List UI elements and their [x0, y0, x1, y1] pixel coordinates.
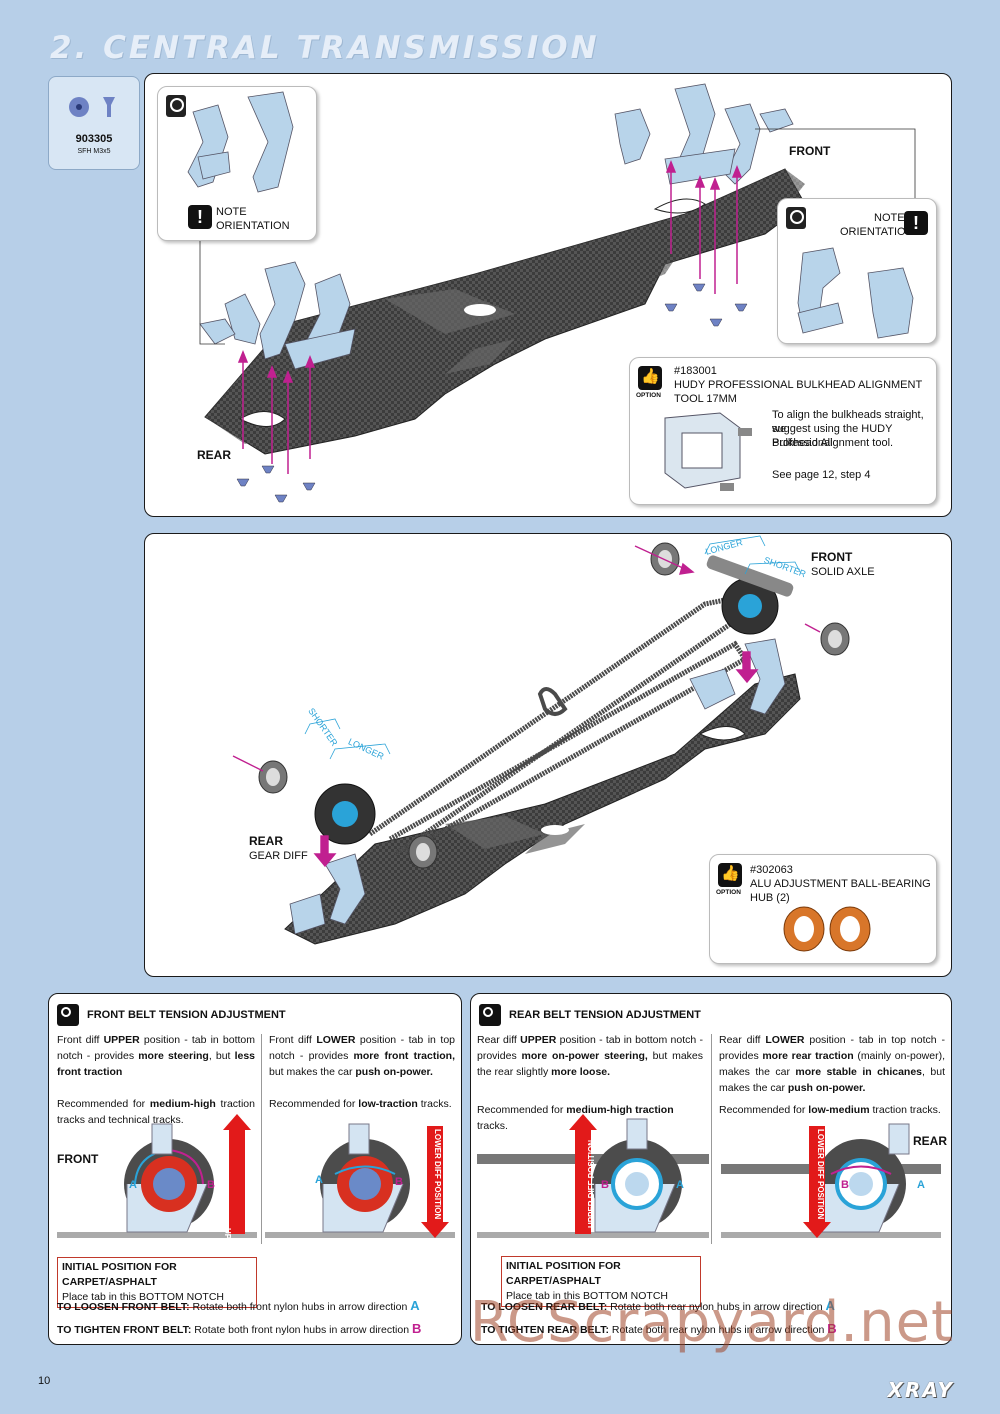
bulkhead-detail-illustration — [187, 91, 294, 193]
option-box-alignment-tool: OPTION #183001 HUDY PROFESSIONAL BULKHEA… — [629, 357, 937, 505]
alu-hub-illustration — [783, 906, 871, 952]
front-lower-text: Front diff LOWER position - tab in top n… — [269, 1034, 455, 1078]
rear-belt-title: REAR BELT TENSION ADJUSTMENT — [509, 1009, 701, 1021]
label-rear: REAR — [249, 834, 284, 848]
initial-position-box: INITIAL POSITION FOR CARPET/ASPHALT Plac… — [57, 1257, 257, 1308]
rear-lower-rec: Recommended for low-medium traction trac… — [719, 1104, 941, 1116]
chassis-bulkhead-illustration — [199, 83, 916, 503]
option-title: ALU ADJUSTMENT BALL-BEARING HUB (2) — [750, 878, 931, 904]
option-ref: See page 12, step 4 — [772, 469, 871, 481]
option-label: OPTION — [636, 392, 661, 399]
note-right-line1: NOTE — [874, 212, 905, 224]
label-front: FRONT — [57, 1152, 99, 1166]
front-lower-rec: Recommended for low-traction tracks. — [269, 1098, 452, 1110]
parts-box: 903305 SFH M3x5 — [48, 76, 140, 170]
initial-position-sub: Place tab in this BOTTOM NOTCH — [506, 1290, 669, 1302]
front-loosen-text: TO LOOSEN FRONT BELT: Rotate both front … — [57, 1298, 420, 1313]
front-tighten-text: TO TIGHTEN FRONT BELT: Rotate both front… — [57, 1321, 422, 1336]
rear-diff-illustration-upper — [477, 1114, 709, 1238]
label-front: FRONT — [811, 550, 853, 564]
label-rear: REAR — [197, 448, 232, 462]
option-box-alu-hub: OPTION #302063 ALU ADJUSTMENT BALL-BEARI… — [709, 854, 937, 964]
detail-icon — [786, 207, 806, 229]
rear-diff-illustration-lower — [721, 1123, 941, 1238]
adjustment-icon — [57, 1004, 79, 1026]
warning-icon: ! — [904, 211, 928, 235]
option-code: #183001 — [674, 365, 717, 377]
option-label: OPTION — [716, 889, 741, 896]
detail-box-left: ! NOTE ORIENTATION — [157, 86, 317, 241]
page-title: 2. CENTRAL TRANSMISSION — [50, 30, 600, 66]
option-text-3: Bulkhead Alignment tool. — [772, 437, 894, 449]
option-text-2: suggest using the HUDY Professional — [772, 423, 893, 449]
initial-position-title: INITIAL POSITION FOR CARPET/ASPHALT — [506, 1260, 621, 1287]
label-front-sub: SOLID AXLE — [811, 566, 875, 578]
front-diff-illustration-lower — [265, 1123, 455, 1238]
front-belt-title: FRONT BELT TENSION ADJUSTMENT — [87, 1009, 286, 1021]
bulkhead-detail-illustration — [797, 247, 914, 339]
part-code: 903305 — [75, 133, 113, 145]
label-a-right: A — [917, 1179, 925, 1191]
initial-position-title: INITIAL POSITION FOR CARPET/ASPHALT — [62, 1261, 177, 1288]
rear-loosen-text: TO LOOSEN REAR BELT: Rotate both rear ny… — [481, 1298, 835, 1313]
option-code: #302063 — [750, 864, 793, 876]
lower-diff-position: LOWER DIFF POSITION — [816, 1129, 825, 1220]
front-belt-tension-panel: FRONT BELT TENSION ADJUSTMENT Front diff… — [48, 993, 462, 1345]
label-rear: REAR — [913, 1134, 948, 1148]
initial-position-sub: Place tab in this BOTTOM NOTCH — [62, 1291, 225, 1303]
alignment-tool-illustration — [664, 412, 752, 491]
assembly-panel-1: ! NOTE ORIENTATION NOTE ORIENTATION ! FR… — [144, 73, 952, 517]
adjustment-icon — [479, 1004, 501, 1026]
label-rear-sub: GEAR DIFF — [249, 850, 308, 862]
front-upper-rec: Recommended for medium-high traction tra… — [57, 1098, 255, 1126]
initial-position-box: INITIAL POSITION FOR CARPET/ASPHALT Plac… — [501, 1256, 701, 1307]
label-a-left: A — [676, 1179, 684, 1191]
front-diff-illustration-upper — [57, 1114, 257, 1238]
upper-diff-position: UPPER DIFF POSITION — [587, 1139, 596, 1228]
belt-drive-illustration — [232, 535, 850, 945]
label-a-right: A — [315, 1174, 323, 1186]
thumbs-up-icon — [638, 366, 662, 390]
label-b-left: B — [601, 1179, 609, 1191]
detail-box-right: NOTE ORIENTATION ! — [777, 198, 937, 344]
thumbs-up-icon — [718, 863, 742, 887]
label-b-right: B — [841, 1179, 849, 1191]
label-b-right: B — [395, 1176, 403, 1188]
option-title: HUDY PROFESSIONAL BULKHEAD ALIGNMENT TOO… — [674, 379, 922, 405]
option-text-1: To align the bulkheads straight, we — [772, 409, 924, 435]
detail-icon — [166, 95, 186, 117]
part-desc: SFH M3x5 — [77, 148, 111, 155]
note-left-line1: NOTE — [216, 206, 247, 218]
rear-lower-text: Rear diff LOWER position - tab in top no… — [719, 1034, 946, 1094]
screw-icon — [69, 97, 115, 117]
rear-upper-text: Rear diff UPPER position - tab in bottom… — [477, 1034, 704, 1078]
label-b-left: B — [207, 1179, 215, 1191]
page-number: 10 — [38, 1375, 51, 1387]
rear-tighten-text: TO TIGHTEN REAR BELT: Rotate both rear n… — [481, 1321, 837, 1336]
assembly-panel-2: LONGER SHORTER SHORTER LONGER FRONT SOLI… — [144, 533, 952, 977]
label-front: FRONT — [789, 144, 831, 158]
label-a-left: A — [129, 1179, 137, 1191]
xray-logo: XRAY — [887, 1378, 954, 1402]
note-left-line2: ORIENTATION — [216, 220, 290, 232]
rear-belt-tension-panel: REAR BELT TENSION ADJUSTMENT Rear diff U… — [470, 993, 952, 1345]
lower-diff-position: LOWER DIFF POSITION — [433, 1129, 442, 1220]
front-upper-text: Front diff UPPER position - tab in botto… — [57, 1034, 255, 1078]
rear-upper-rec: Recommended for medium-high traction tra… — [477, 1104, 674, 1132]
warning-icon: ! — [188, 205, 212, 229]
watermark: RCScrapyard.net — [469, 1290, 954, 1355]
note-right-line2: ORIENTATION — [840, 226, 914, 238]
